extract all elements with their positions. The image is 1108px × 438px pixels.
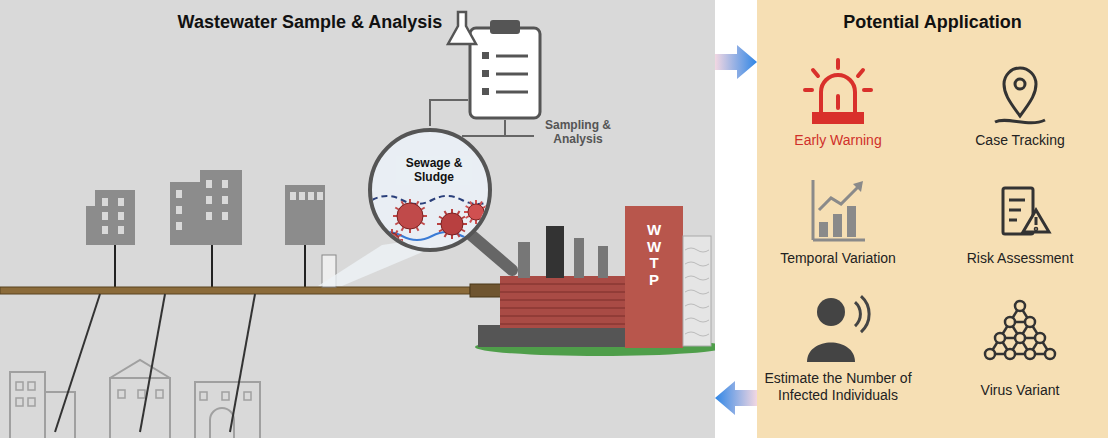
application-label: Estimate the Number of Infected Individu… <box>738 370 938 404</box>
panel-title: Potential Application <box>757 12 1108 34</box>
panel: Wastewater Sample & AnalysisSewage & Slu… <box>0 0 715 438</box>
upper-buildings <box>86 170 325 245</box>
application-label: Temporal Variation <box>753 250 923 267</box>
chart-icon <box>813 180 865 240</box>
risk-icon <box>1003 188 1049 234</box>
network-icon <box>985 301 1055 359</box>
illustration <box>0 0 715 438</box>
clipboard <box>470 28 540 118</box>
step-label: Sampling & Analysis <box>540 118 616 147</box>
location-icon <box>995 68 1045 123</box>
application-label: Early Warning <box>753 132 923 149</box>
lower-buildings <box>10 360 260 438</box>
circle-label: Sewage & Sludge <box>396 156 472 185</box>
person-icon <box>807 296 869 362</box>
block-arrow <box>715 381 757 415</box>
illustration <box>372 132 492 252</box>
application-label: Risk Assessment <box>935 250 1105 267</box>
block-arrow <box>715 45 757 79</box>
plant-tower <box>625 206 683 348</box>
plant-building <box>500 276 625 328</box>
sewer-pipe <box>0 287 470 294</box>
application-label: Case Tracking <box>935 132 1105 149</box>
plant-base <box>478 325 628 347</box>
tower-letters: WWTP <box>647 222 662 288</box>
alarm-icon <box>805 60 871 122</box>
panel-title: Wastewater Sample & Analysis <box>150 12 470 34</box>
application-label: Virus Variant <box>935 382 1105 399</box>
magnifier-circle: Sewage & Sludge <box>368 128 492 252</box>
